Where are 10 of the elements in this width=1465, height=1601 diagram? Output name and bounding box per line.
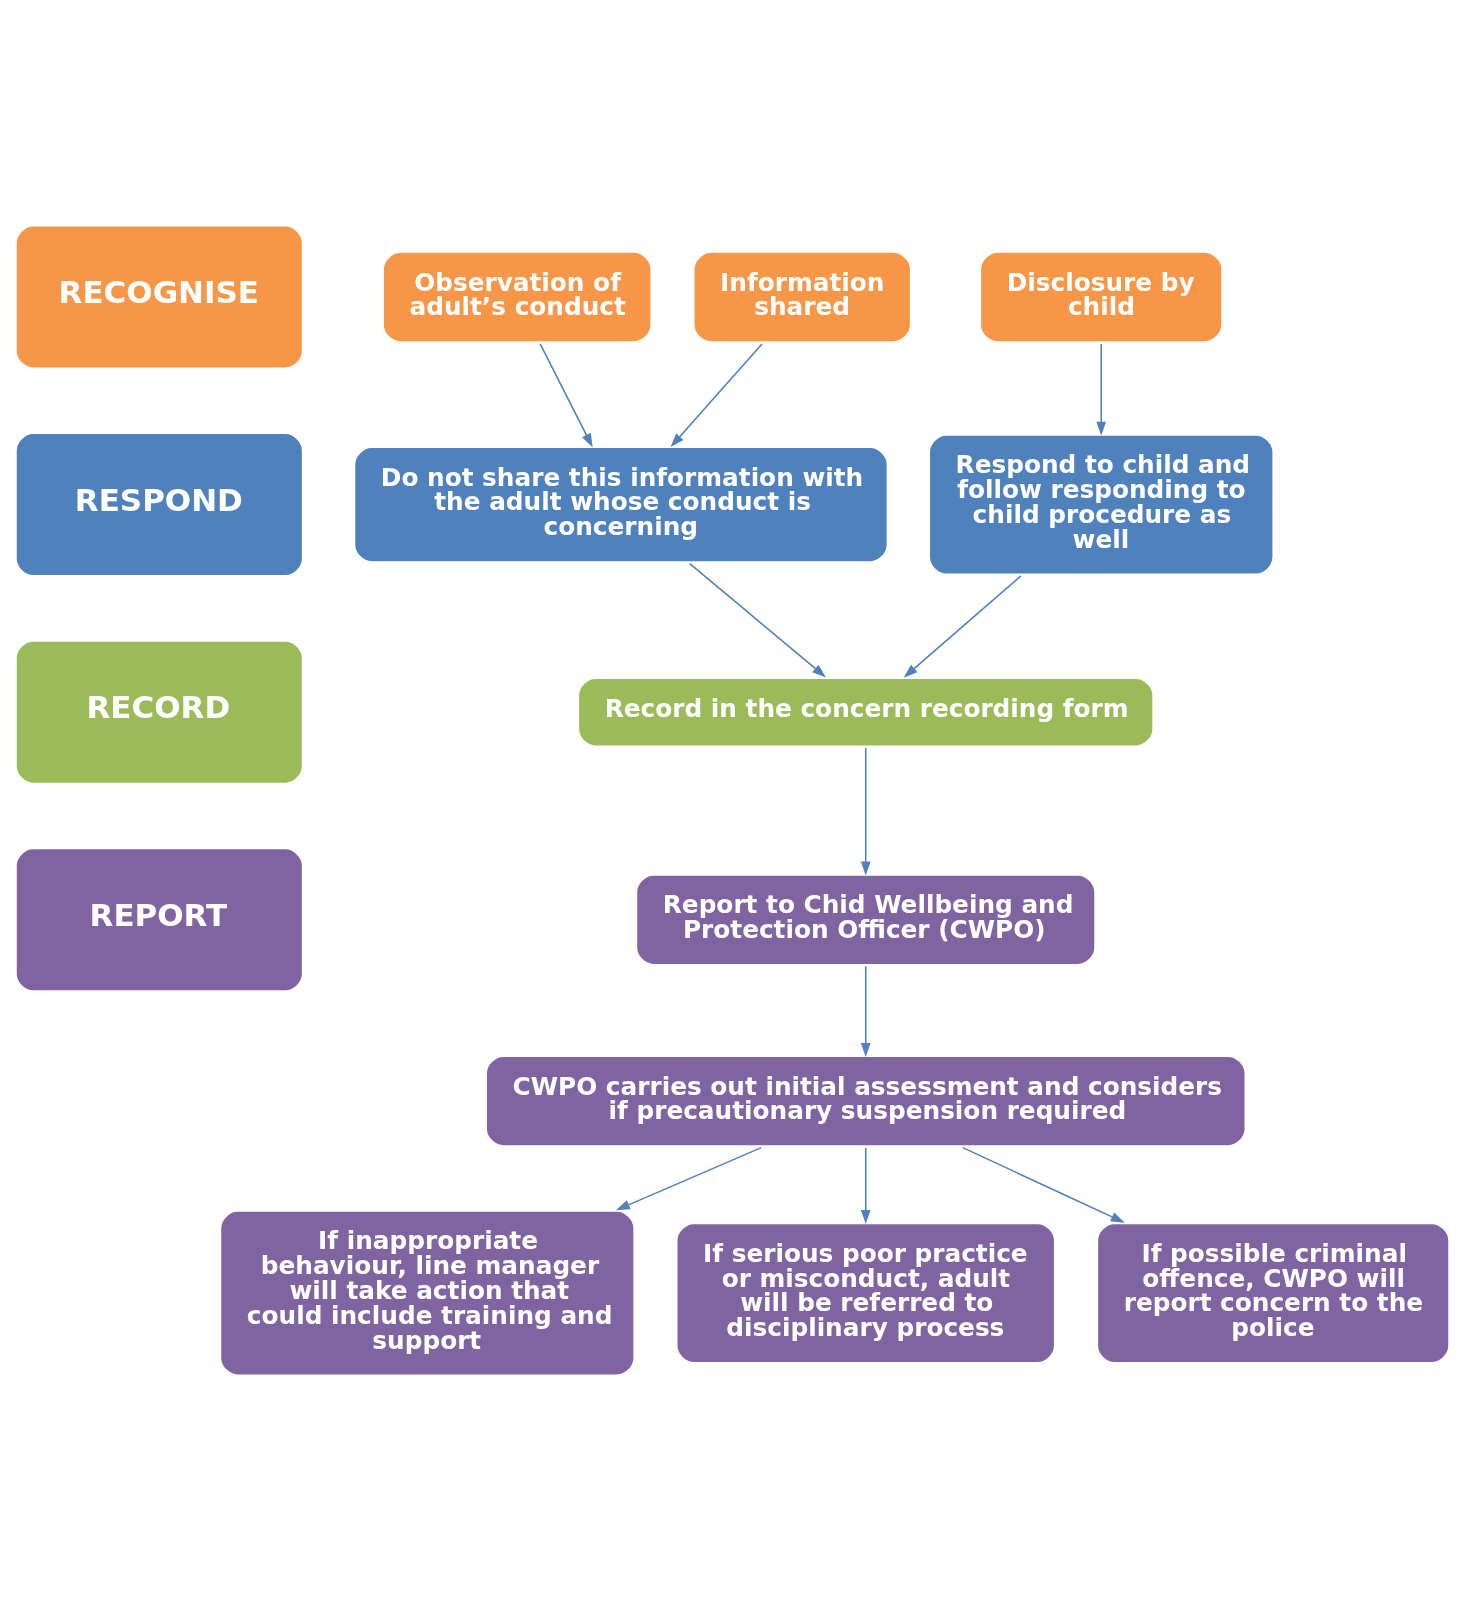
arrow: [860, 965, 871, 1057]
arrow: [539, 343, 593, 448]
arrow: [615, 1146, 763, 1211]
arrow: [962, 1146, 1125, 1223]
arrow: [670, 343, 763, 448]
arrow: [860, 1147, 871, 1224]
arrow: [689, 562, 826, 678]
arrow: [1096, 343, 1107, 436]
arrow: [860, 747, 871, 876]
arrow: [903, 575, 1022, 678]
